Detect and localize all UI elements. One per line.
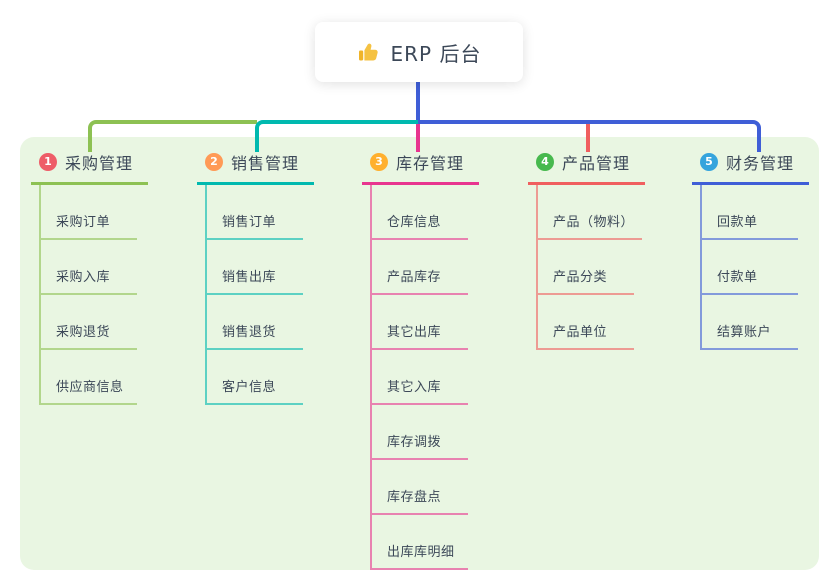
child-label: 其它出库: [387, 325, 442, 340]
child-label: 供应商信息: [56, 380, 124, 395]
child-label: 销售订单: [222, 215, 277, 230]
root-node[interactable]: ERP 后台: [315, 22, 523, 82]
branch-node[interactable]: 4 产品管理: [528, 148, 645, 185]
child-label: 采购退货: [56, 325, 111, 340]
child-label: 产品单位: [553, 325, 608, 340]
child-node[interactable]: 供应商信息: [41, 350, 137, 405]
child-node[interactable]: 采购入库: [41, 240, 137, 295]
child-label: 产品（物料）: [553, 215, 635, 230]
child-node[interactable]: 出库库明细: [372, 515, 468, 570]
branch-1: 1 采购管理采购订单采购入库采购退货供应商信息: [31, 148, 148, 405]
child-node[interactable]: 库存盘点: [372, 460, 468, 515]
branch-node[interactable]: 5 财务管理: [692, 148, 809, 185]
child-label: 库存盘点: [387, 490, 442, 505]
branch-3: 3 库存管理仓库信息产品库存其它出库其它入库库存调拨库存盘点出库库明细: [362, 148, 479, 570]
connector-branch-5: [418, 120, 761, 152]
branch-number-badge: 4: [536, 153, 554, 171]
child-label: 出库库明细: [387, 545, 455, 560]
child-label: 销售出库: [222, 270, 277, 285]
branch-number-badge: 2: [205, 153, 223, 171]
child-label: 库存调拨: [387, 435, 442, 450]
connector-branch-2: [255, 120, 420, 152]
child-node[interactable]: 产品（物料）: [538, 185, 643, 240]
child-node[interactable]: 产品库存: [372, 240, 468, 295]
child-node[interactable]: 客户信息: [207, 350, 303, 405]
branch-children: 回款单付款单结算账户: [700, 185, 798, 350]
connector-branch-3: [416, 124, 420, 152]
child-label: 回款单: [717, 215, 758, 230]
child-node[interactable]: 销售退货: [207, 295, 303, 350]
child-label: 产品分类: [553, 270, 608, 285]
branch-2: 2 销售管理销售订单销售出库销售退货客户信息: [197, 148, 314, 405]
branch-node[interactable]: 1 采购管理: [31, 148, 148, 185]
child-label: 结算账户: [717, 325, 772, 340]
branch-label: 库存管理: [396, 154, 465, 173]
branch-5: 5 财务管理回款单付款单结算账户: [692, 148, 809, 350]
mindmap-panel: [20, 137, 819, 570]
child-node[interactable]: 销售出库: [207, 240, 303, 295]
branch-children: 仓库信息产品库存其它出库其它入库库存调拨库存盘点出库库明细: [370, 185, 468, 570]
branch-children: 销售订单销售出库销售退货客户信息: [205, 185, 303, 405]
thumbs-up-icon: [358, 43, 378, 61]
child-node[interactable]: 销售订单: [207, 185, 303, 240]
child-label: 其它入库: [387, 380, 442, 395]
child-node[interactable]: 产品分类: [538, 240, 634, 295]
child-node[interactable]: 付款单: [702, 240, 798, 295]
child-label: 采购入库: [56, 270, 111, 285]
child-node[interactable]: 结算账户: [702, 295, 798, 350]
child-label: 客户信息: [222, 380, 277, 395]
child-node[interactable]: 采购订单: [41, 185, 137, 240]
child-label: 仓库信息: [387, 215, 442, 230]
root-connector-stem: [416, 80, 420, 122]
child-label: 付款单: [717, 270, 758, 285]
child-node[interactable]: 回款单: [702, 185, 798, 240]
child-label: 采购订单: [56, 215, 111, 230]
child-node[interactable]: 库存调拨: [372, 405, 468, 460]
child-node[interactable]: 采购退货: [41, 295, 137, 350]
branch-number-badge: 3: [370, 153, 388, 171]
child-label: 销售退货: [222, 325, 277, 340]
child-node[interactable]: 其它出库: [372, 295, 468, 350]
branch-node[interactable]: 3 库存管理: [362, 148, 479, 185]
branch-node[interactable]: 2 销售管理: [197, 148, 314, 185]
child-node[interactable]: 仓库信息: [372, 185, 468, 240]
branch-label: 产品管理: [562, 154, 631, 173]
connector-branch-4: [586, 124, 590, 152]
branch-label: 销售管理: [231, 154, 300, 173]
branch-4: 4 产品管理产品（物料） 产品分类产品单位: [528, 148, 645, 350]
branch-label: 采购管理: [65, 154, 134, 173]
connector-branch-1: [88, 120, 257, 152]
branch-children: 产品（物料） 产品分类产品单位: [536, 185, 643, 350]
branch-children: 采购订单采购入库采购退货供应商信息: [39, 185, 137, 405]
branch-number-badge: 1: [39, 153, 57, 171]
branch-number-badge: 5: [700, 153, 718, 171]
root-title: ERP 后台: [390, 41, 482, 66]
child-label: 产品库存: [387, 270, 442, 285]
branch-label: 财务管理: [726, 154, 795, 173]
child-node[interactable]: 其它入库: [372, 350, 468, 405]
child-node[interactable]: 产品单位: [538, 295, 634, 350]
